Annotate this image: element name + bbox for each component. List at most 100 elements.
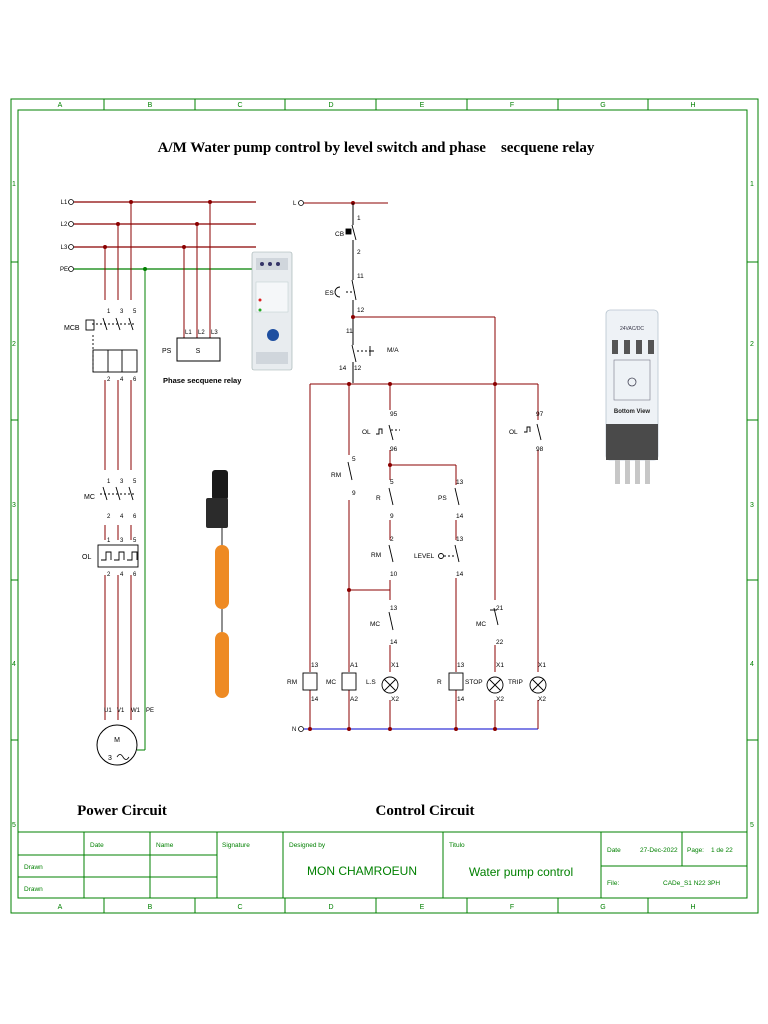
tb-date-header: Date [90,842,104,849]
overload-relay [97,544,139,568]
bus-label: PE [60,267,68,273]
mc-aux-label: MC [370,621,380,628]
ol-terminal: 6 [133,572,137,578]
control-circuit [298,200,539,732]
coil-terminal: 13 [311,662,319,669]
page-title: A/M Water pump control by level switch a… [158,140,595,156]
cb-label: CB [335,231,344,238]
column-label: D [328,904,333,911]
column-label: G [600,102,605,109]
phase-relay-inner: S [196,348,201,355]
relay-base-picture: 24VAC/DC Bottom View [605,309,659,484]
lamp-label: STOP [465,679,483,686]
control-symbols [302,224,547,694]
ps-contact-terminal: 13 [456,479,464,486]
phase-relay-box [176,337,221,362]
motor-terminals: U1 V1 W1 PE [104,708,154,714]
row-labels: 1 2 3 4 5 1 2 3 4 5 [12,181,754,829]
ol-no-terminal: 98 [536,446,544,453]
column-label: B [148,102,153,109]
ol-terminal: 3 [120,538,124,544]
lamp-label: L.S [366,679,376,686]
coil-terminal: 14 [311,696,319,703]
control-junctions [308,315,497,731]
mcb-terminal: 6 [133,377,137,383]
control-labels: CB 1 2 ES 11 12 M/A 11 12 14 OL 95 96 OL… [287,215,546,703]
tb-date-value: 27-Dec-2022 [640,847,678,854]
coil-label: R [437,679,442,686]
rm2-contact-terminal: 10 [390,571,398,578]
es-label: ES [325,290,334,297]
motor-symbol [96,724,138,766]
lamp-terminal: X2 [391,696,399,703]
ol-no-terminal: 97 [536,411,544,418]
coil-label: RM [287,679,297,686]
bus-labels: L1 L2 L3 PE [60,200,68,273]
tb-file-label: File: [607,880,619,887]
column-label: G [600,904,605,911]
column-labels-bottom: A B C D E F G H [58,904,696,911]
title-block [17,831,748,899]
ol-nc-label: OL [362,429,371,436]
ol-terminal: 5 [133,538,137,544]
mc-terminal: 4 [120,514,124,520]
r-contact-terminal: 9 [390,513,394,520]
tb-page-label: Page: [687,847,704,854]
phase-relay-wires [183,202,211,338]
tb-file-value: CADe_S1 N22 3PH [663,880,720,887]
rm-contact-label: RM [331,472,341,479]
bus-junctions [103,200,212,271]
column-label: A [58,102,63,109]
ol-terminal: 4 [120,572,124,578]
tb-page-value: 1 de 22 [711,847,733,854]
tb-drawn-row: Drawn [24,864,43,871]
mc-nc-terminal: 22 [496,639,504,646]
lamp-label: TRIP [508,679,523,686]
motor-phases: 3 [108,755,112,762]
mcb-terminal: 4 [120,377,124,383]
rm-contact-terminal: 5 [352,456,356,463]
ps-contact-label: PS [438,495,447,502]
mcb-terminal: 3 [120,309,124,315]
phase-relay-terminal: L3 [211,330,218,336]
phase-relay-terminal: L1 [185,330,192,336]
power-circuit: L1 L2 L3 PE [60,199,293,766]
phase-relay-tag: PS [162,348,172,355]
column-label: H [690,102,695,109]
tb-designed-header: Designed by [289,842,326,849]
ol-label: OL [82,554,91,561]
column-label: B [148,904,153,911]
ps-contact-terminal: 14 [456,513,464,520]
column-labels-top: A B C D E F G H [58,102,696,109]
bus-label: L2 [61,222,68,228]
mc-aux-terminal: 14 [390,639,398,646]
tb-titulo-header: Titulo [449,842,465,849]
row-label: 4 [12,661,16,668]
tb-drawing-title: Water pump control [469,865,573,879]
lamp-terminal: X2 [538,696,546,703]
motor-terminal: W1 [131,708,141,714]
supply-l-label: L [293,201,297,207]
coil-terminal: A1 [350,662,358,669]
tb-date-label: Date [607,847,621,854]
bus-label: L1 [61,200,68,206]
cb-terminal: 2 [357,249,361,256]
row-label: 2 [12,341,16,348]
ol-no-label: OL [509,429,518,436]
level-switch-terminal: 14 [456,571,464,578]
phase-relay-caption: Phase secquene relay [163,376,242,385]
row-label: 5 [12,822,16,829]
level-switch-terminal: 13 [456,536,464,543]
ma-terminal: 14 [339,365,347,372]
control-circuit-caption: Control Circuit [375,803,474,819]
coil-terminal: 13 [457,662,465,669]
mc-main-contacts [100,486,134,501]
rm-contact-terminal: 9 [352,490,356,497]
ac-sine-icon [116,754,130,760]
column-ticks [11,99,758,913]
relay-bottom-text: Bottom View [614,409,651,415]
motor-terminal: PE [146,708,154,714]
coil-terminal: A2 [350,696,358,703]
mc-aux-terminal: 13 [390,605,398,612]
